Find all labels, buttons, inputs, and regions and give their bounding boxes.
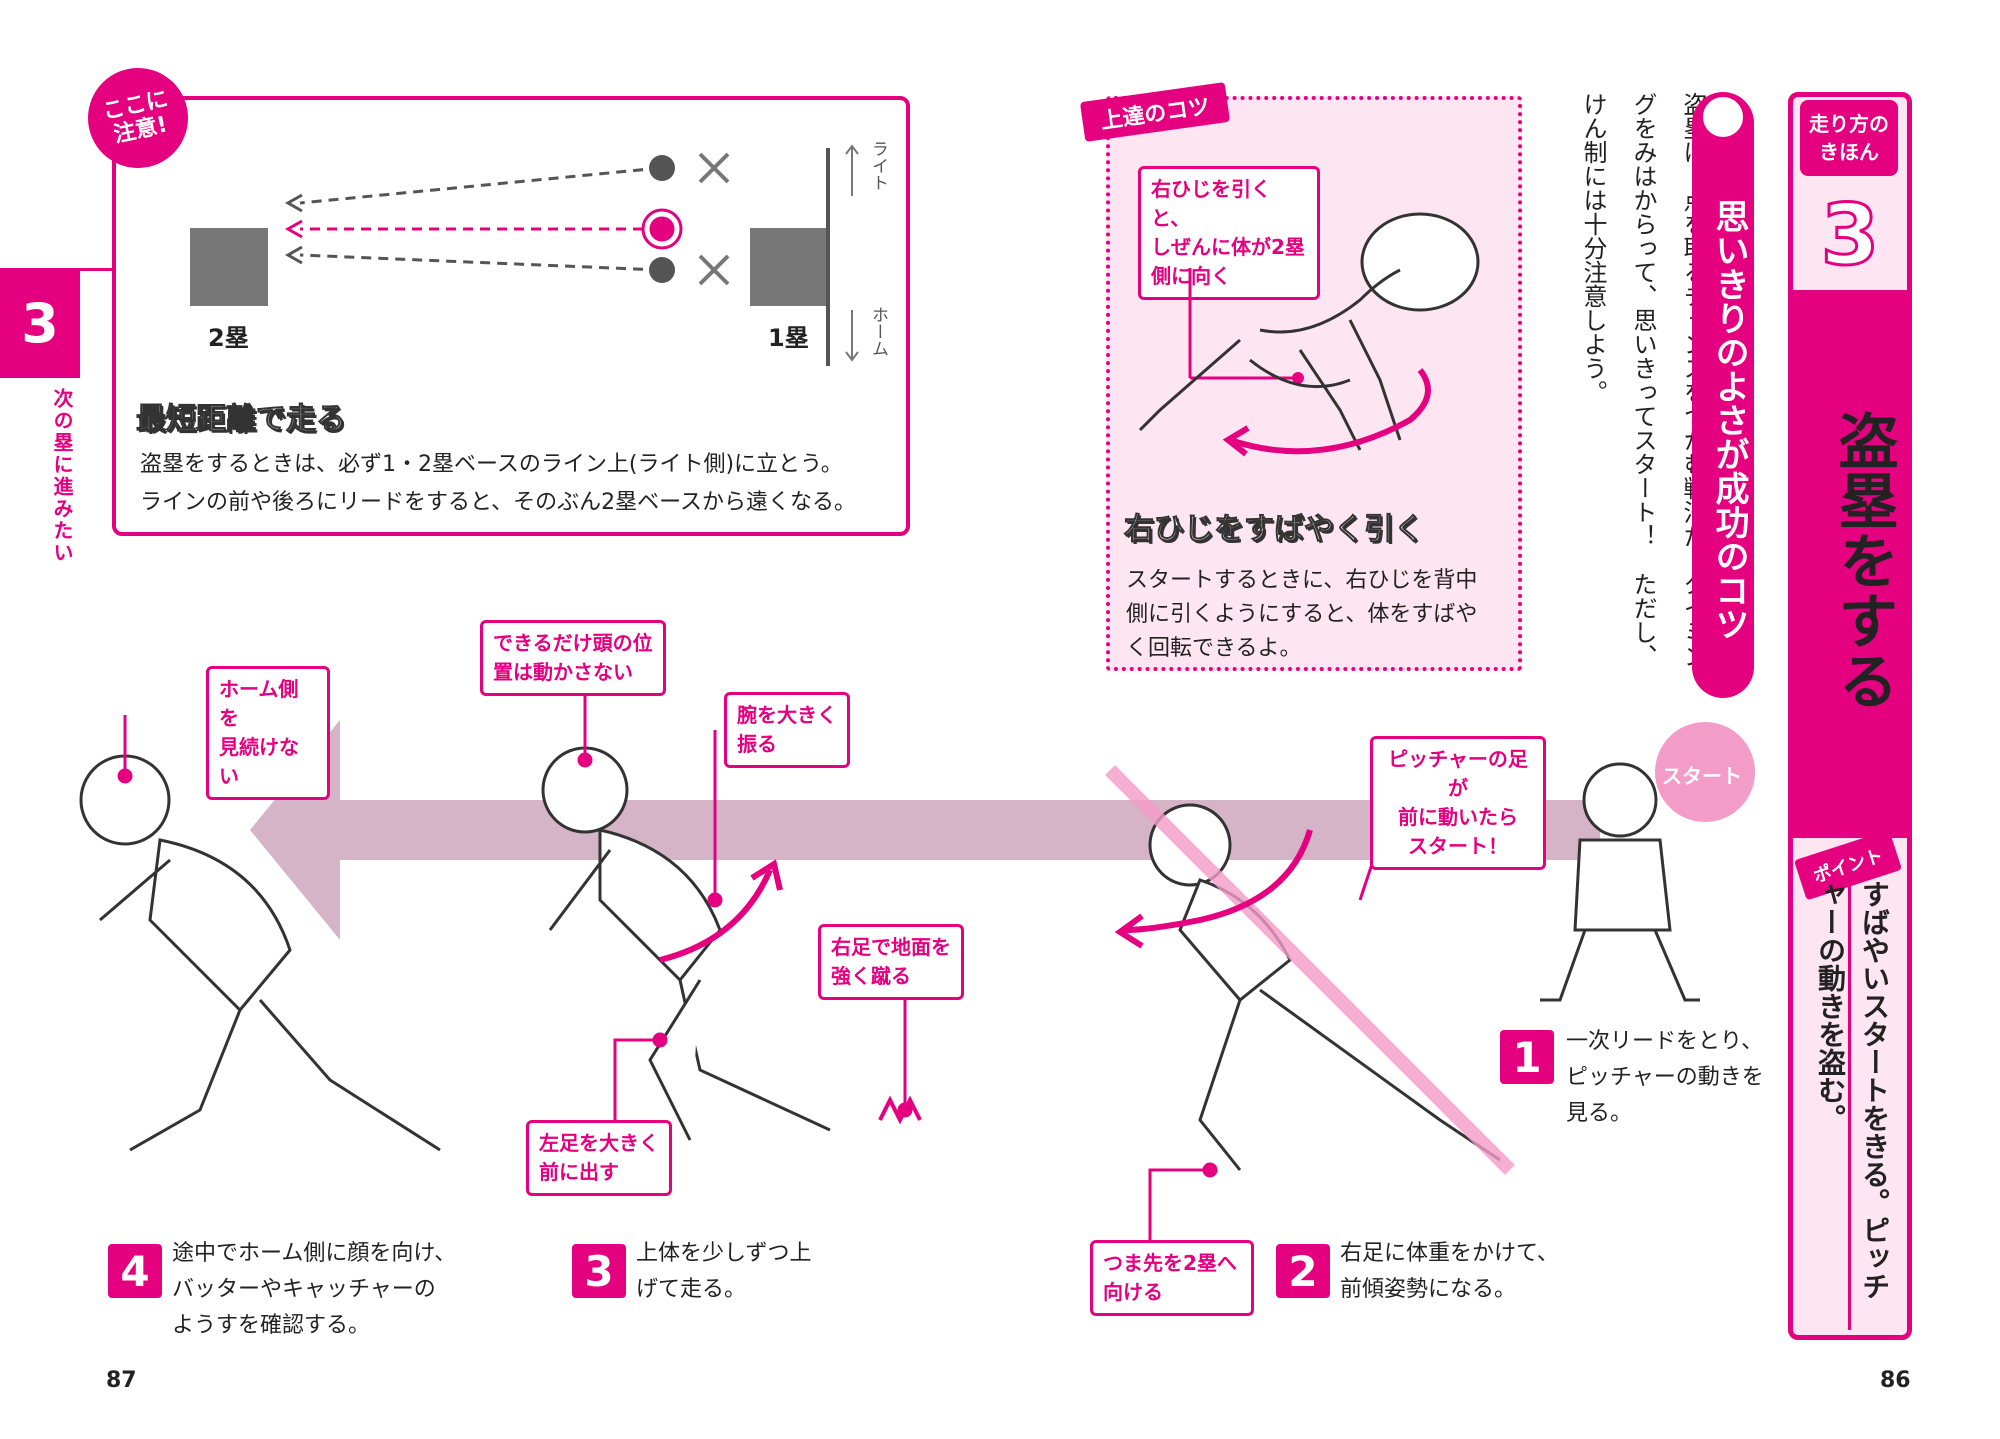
tip-body-line1: スタートするときに、右ひじを背中 (1126, 568, 1478, 593)
baseball-icon (1700, 94, 1746, 140)
point-text: すばやいスタートをきる。ピッチャーの動きを盗む。 (1814, 880, 1891, 1300)
runner-position-correct (646, 213, 678, 245)
label-home: ホーム (868, 306, 888, 357)
first-base-label: 1塁 (768, 324, 809, 352)
step-4-number: 4 (108, 1244, 162, 1298)
tip-body-line3: く回転できるよ。 (1126, 636, 1302, 661)
callout-pitcher-line3: スタート！ (1408, 834, 1508, 858)
runner-position-behind (649, 155, 675, 181)
direction-arrow (250, 720, 1600, 940)
spine-chapter-text: 次の塁に進みたい (50, 388, 74, 564)
runner-2-rotation-arrow (1124, 829, 1313, 933)
category-line2: きほん (1819, 140, 1879, 164)
step-4-text: 途中でホーム側に顔を向け、 バッターやキャッチャーの ようすを確認する。 (172, 1236, 456, 1344)
start-badge (1655, 722, 1755, 822)
callout-pitcher-line1: ピッチャーの足が (1388, 747, 1528, 800)
step-3-line1: 上体を少しずつ上 (636, 1241, 812, 1266)
step-2-line2: 前傾姿勢になる。 (1340, 1277, 1517, 1302)
label-right-field: ライト (868, 140, 888, 191)
lead-line-behind (299, 166, 661, 205)
callout-head-position-line1: できるだけ頭の位 (493, 631, 653, 655)
point-rule (1848, 880, 1851, 1330)
step-1-number: 1 (1500, 1030, 1554, 1084)
sub-heading: 思いきりのよさが成功のコツ (1709, 199, 1749, 641)
runner-3-arm-arrow (659, 868, 773, 963)
category-tag: 走り方の きほん (1800, 100, 1898, 176)
callout-arm-line2: 振る (737, 732, 777, 756)
main-title: 盗塁をする (1828, 410, 1898, 710)
step-4-line3: ようすを確認する。 (172, 1313, 371, 1338)
lesson-number: 3 (1819, 186, 1880, 284)
step-2-text: 右足に体重をかけて、 前傾姿勢になる。 (1340, 1236, 1559, 1308)
step-4-line1: 途中でホーム側に顔を向け、 (172, 1241, 457, 1266)
direction-arrows (845, 144, 859, 362)
second-base-icon (190, 228, 268, 306)
second-base-label: 2塁 (208, 324, 249, 352)
rotation-arrow (1229, 368, 1431, 455)
spine-tab-number: 3 (21, 291, 59, 355)
posture-line (1105, 765, 1515, 1175)
step-3-line2: げて走る。 (636, 1277, 747, 1302)
main-title-band (1793, 290, 1907, 838)
start-badge-label: スタート (1662, 764, 1742, 788)
callout-arm-line1: 腕を大きく (737, 703, 837, 727)
callout-head-home: ホーム側を 見続けない (206, 666, 330, 800)
callout-head-home-line1: ホーム側を (219, 677, 299, 730)
caution-title: 最短距離で走る (136, 402, 347, 438)
step-1-line1: 一次リードをとり、 (1566, 1029, 1764, 1054)
callout-toe-line2: 向ける (1103, 1280, 1163, 1304)
lead-line-front (299, 253, 661, 272)
runner-4-figure (79, 754, 441, 1152)
callout-toe: つま先を2塁へ 向ける (1090, 1240, 1254, 1316)
callout-left-foot-line1: 左足を大きく (539, 1131, 659, 1155)
first-base-icon (750, 228, 828, 306)
foul-line (826, 148, 830, 366)
callout-head-position-line2: 置は動かさない (493, 660, 633, 684)
spine-tab (0, 268, 80, 378)
step-2-line1: 右足に体重をかけて、 (1340, 1241, 1559, 1266)
step-1-line3: 見る。 (1566, 1101, 1633, 1126)
page-number-right: 86 (1880, 1368, 1911, 1393)
runner-position-front (649, 257, 675, 283)
arrow-head-2 (284, 219, 303, 239)
callout-left-foot: 左足を大きく 前に出す (526, 1120, 672, 1196)
tip-callout-line1: 右ひじを引くと、 (1151, 177, 1271, 230)
runner-1-figure (1540, 762, 1700, 1002)
caution-body-line2: ラインの前や後ろにリードをすると、そのぶん2塁ベースから遠くなる。 (140, 490, 857, 515)
caution-body-line1: 盗塁をするときは、必ず1・2塁ベースのライン上(ライト側)に立とう。 (140, 452, 843, 477)
callout-right-foot-line1: 右足で地面を (831, 935, 951, 959)
wrong-x-icon (698, 152, 730, 286)
caution-box (112, 96, 910, 536)
step-2-number: 2 (1276, 1244, 1330, 1298)
step-3-number: 3 (572, 1244, 626, 1298)
step-1-line2: ピッチャーの動きを (1566, 1065, 1764, 1090)
callout-left-foot-line2: 前に出す (539, 1160, 619, 1184)
callout-head-home-line2: 見続けない (219, 735, 299, 788)
callout-pitcher-line2: 前に動いたら (1398, 805, 1518, 829)
tip-title: 右ひじをすばやく引く (1124, 512, 1425, 548)
step-1-text: 一次リードをとり、 ピッチャーの動きを 見る。 (1566, 1024, 1764, 1132)
page-number-left: 87 (106, 1368, 137, 1393)
kick-mark (878, 1095, 922, 1125)
callout-toe-line1: つま先を2塁へ (1103, 1251, 1237, 1275)
callout-right-foot: 右足で地面を 強く蹴る (818, 924, 964, 1000)
sub-heading-band (1692, 92, 1754, 698)
arrow-head-1 (284, 193, 303, 213)
callout-right-foot-line2: 強く蹴る (831, 964, 911, 988)
tip-callout-line2: しぜんに体が2塁 (1151, 235, 1305, 259)
category-line1: 走り方の (1809, 112, 1889, 136)
arrow-head-3 (284, 245, 303, 265)
callout-arm: 腕を大きく 振る (724, 692, 850, 768)
tip-body-line2: 側に引くようにすると、体をすばや (1126, 602, 1478, 627)
tip-callout: 右ひじを引くと、 しぜんに体が2塁 側に向く (1138, 166, 1320, 300)
step-4-line2: バッターやキャッチャーの (172, 1277, 436, 1302)
callout-head-position: できるだけ頭の位 置は動かさない (480, 620, 666, 696)
callout-pitcher: ピッチャーの足が 前に動いたら スタート！ (1370, 736, 1546, 870)
step-3-text: 上体を少しずつ上 げて走る。 (636, 1236, 812, 1308)
